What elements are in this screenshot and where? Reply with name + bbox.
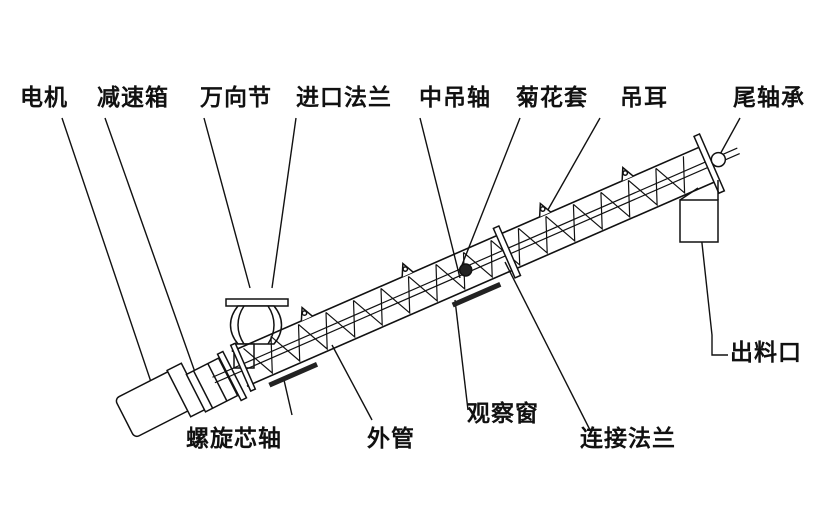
label-spiral-core-shaft: 螺旋芯轴: [186, 426, 282, 452]
lifting-lug-hole-4: [622, 170, 629, 176]
leader-outer-tube: [331, 344, 373, 421]
tube-bottom-edge: [246, 180, 718, 387]
connecting-flange-plate: [492, 224, 522, 279]
screw-flight-zigzag: [243, 156, 686, 375]
label-connecting-flange: 连接法兰: [580, 426, 676, 452]
leader-lines: [61, 117, 741, 431]
leader-inlet-flange: [271, 117, 297, 289]
label-outlet: 出料口: [730, 340, 802, 366]
lifting-lug-hole-1: [301, 310, 308, 317]
label-lifting-lug: 吊耳: [620, 85, 668, 111]
label-motor: 电机: [20, 85, 68, 111]
leader-universal-joint: [203, 117, 251, 289]
observation-window-bar-2: [451, 281, 502, 308]
spiral-core-shaft-line: [212, 147, 740, 384]
label-chrysanthemum-sleeve: 菊花套: [516, 85, 588, 111]
leader-motor: [61, 117, 153, 386]
label-tail-bearing: 尾轴承: [733, 85, 805, 111]
leader-lifting-lug: [544, 117, 601, 216]
shaft-edge-upper: [214, 152, 740, 384]
tube-parts: [229, 133, 727, 393]
tail-flange-plate: [693, 133, 726, 195]
label-reducer: 减速箱: [97, 85, 169, 111]
label-middle-hanger-shaft: 中吊轴: [419, 85, 491, 111]
leader-middle-hanger-shaft: [419, 117, 461, 279]
leader-reducer: [104, 117, 197, 376]
screw-flights: [243, 156, 686, 375]
label-observation-window: 观察窗: [467, 401, 539, 427]
leader-tail-bearing: [717, 117, 741, 159]
observation-window-bar-1: [268, 362, 319, 388]
leader-observation-window: [454, 299, 469, 411]
motor-body: [115, 362, 206, 438]
lifting-lug-hole-3: [539, 206, 546, 212]
shaft-edge-lower: [212, 147, 738, 378]
reducer-body: [185, 350, 248, 413]
tail-bearing-housing: [710, 151, 727, 168]
label-outer-tube: 外管: [367, 426, 415, 452]
leader-outlet: [699, 224, 728, 356]
label-inlet-flange: 进口法兰: [296, 85, 392, 111]
middle-hanger-sleeve: [458, 263, 473, 277]
leader-chrysanthemum-sleeve: [459, 117, 521, 271]
start-flange: [229, 342, 257, 393]
label-universal-joint: 万向节: [200, 85, 272, 111]
lifting-lug-hole-2: [402, 266, 409, 272]
leader-spiral-core-shaft: [283, 379, 293, 416]
outer-tube-body: [231, 145, 718, 387]
leader-connecting-flange: [504, 261, 591, 431]
outlet-box: [679, 180, 719, 243]
